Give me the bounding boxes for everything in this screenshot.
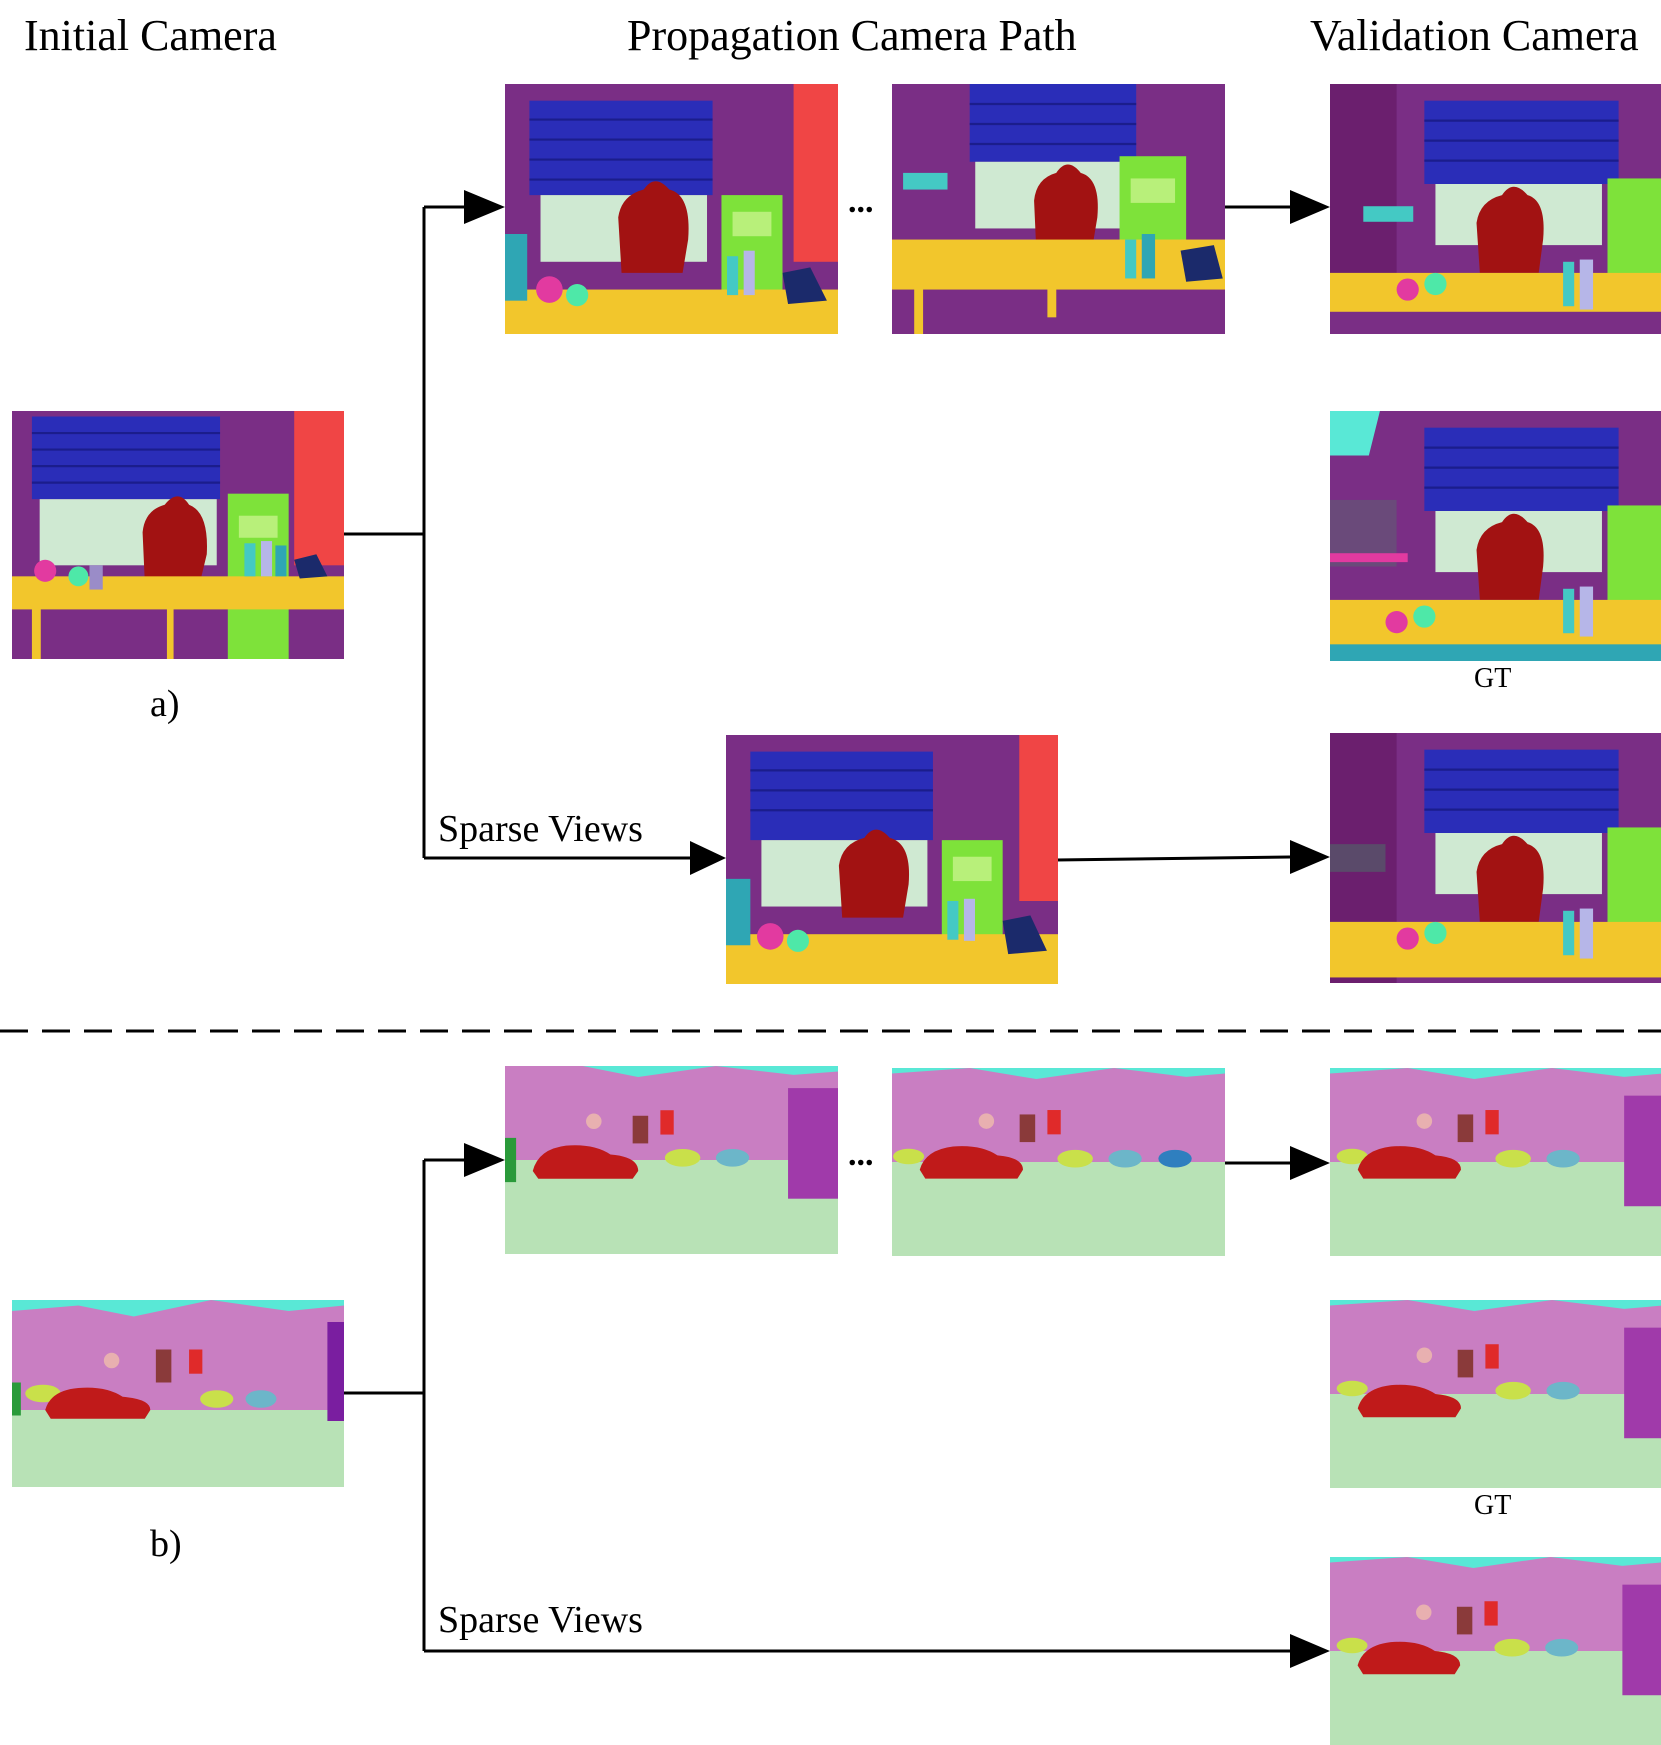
arrowhead-a-sparse	[690, 841, 726, 875]
image-b-validation-gt	[1330, 1300, 1661, 1488]
image-a-sparse-view	[726, 735, 1058, 984]
image-b-sparse-validation	[1330, 1557, 1661, 1745]
image-a-validation-prediction	[1330, 84, 1661, 334]
image-a-initial-camera	[12, 411, 344, 659]
ellipsis-a: ...	[848, 183, 874, 220]
header-validation-camera: Validation Camera	[1310, 11, 1639, 60]
arrowhead-b-sparse-validation	[1290, 1634, 1330, 1668]
image-b-propagation-frame-2	[892, 1068, 1225, 1256]
image-b-validation-prediction	[1330, 1068, 1661, 1256]
image-b-propagation-frame-1	[505, 1066, 838, 1254]
image-a-propagation-frame-1	[505, 84, 838, 334]
arrowhead-b-propagation	[464, 1143, 505, 1177]
image-a-sparse-validation	[1330, 733, 1661, 983]
gt-label-b: GT	[1474, 1490, 1512, 1521]
sparse-views-label-a: Sparse Views	[438, 808, 643, 850]
arrowhead-a-propagation	[464, 190, 505, 224]
image-a-validation-gt	[1330, 411, 1661, 661]
header-initial-camera: Initial Camera	[24, 11, 277, 60]
image-b-initial-camera	[12, 1300, 344, 1487]
panel-label-a: a)	[150, 683, 180, 725]
arrowhead-b-validation	[1290, 1146, 1330, 1180]
gt-label-a: GT	[1474, 663, 1512, 694]
panel-label-b: b)	[150, 1523, 182, 1565]
ellipsis-b: ...	[848, 1136, 874, 1173]
arrowhead-a-validation	[1290, 190, 1330, 224]
sparse-views-label-b: Sparse Views	[438, 1599, 643, 1641]
header-propagation-camera-path: Propagation Camera Path	[627, 11, 1077, 60]
arrowhead-a-sparse-validation	[1290, 840, 1330, 874]
image-a-propagation-frame-2	[892, 84, 1225, 334]
